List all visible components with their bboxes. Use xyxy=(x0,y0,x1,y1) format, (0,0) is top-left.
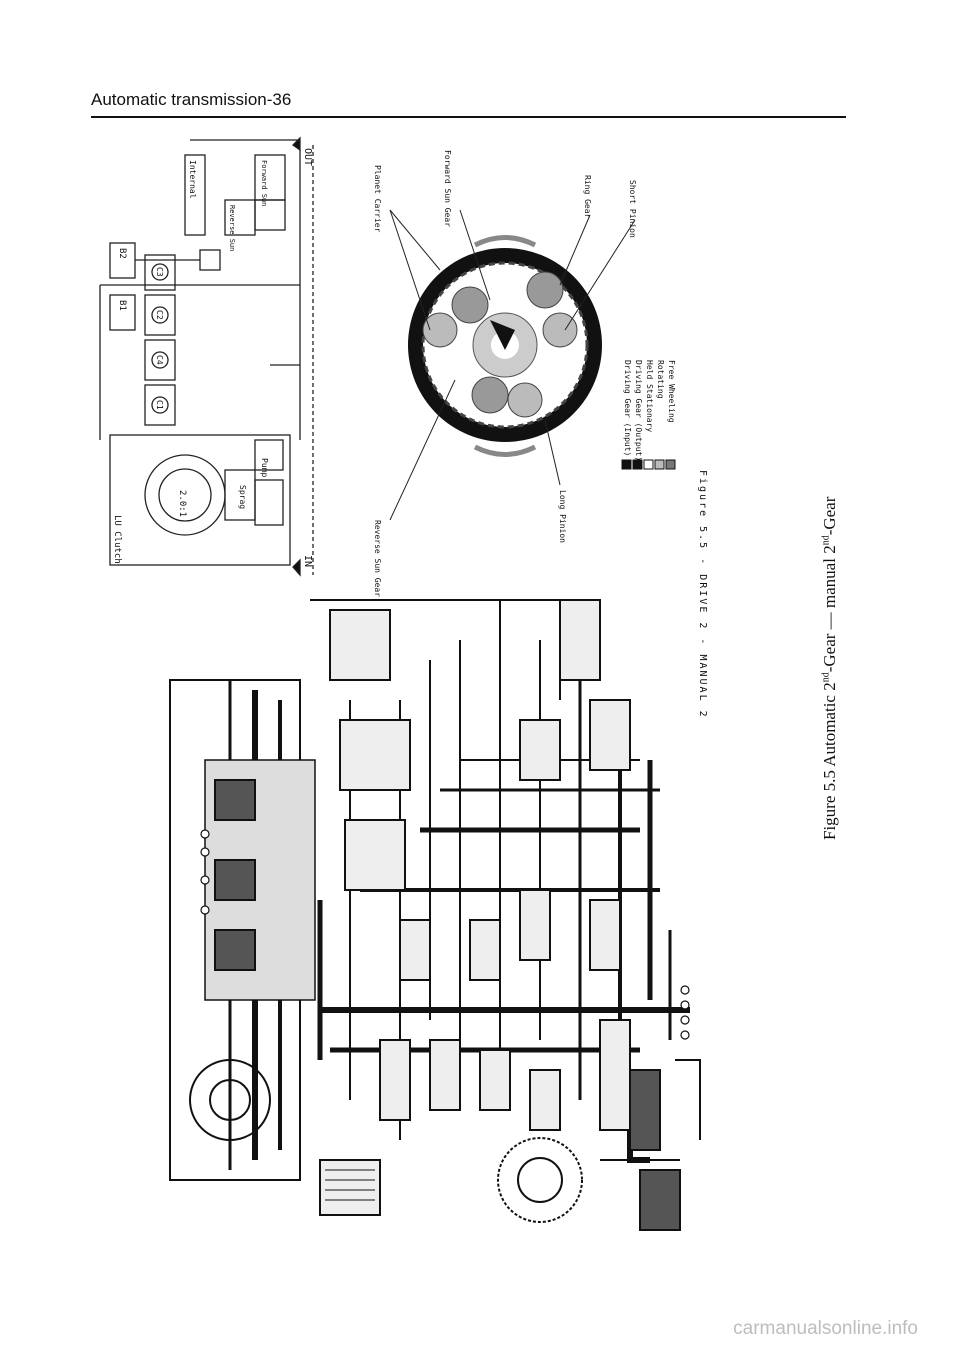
footer-watermark: carmanualsonline.info xyxy=(733,1318,918,1339)
caption-mid: -Gear — manual 2 xyxy=(820,545,839,673)
ratio-label: 2.0:1 xyxy=(177,490,187,517)
internal-label: Internal xyxy=(188,160,197,199)
sprag-label: Sprag xyxy=(238,485,247,509)
figure-caption: Figure 5.5 Automatic 2nd-Gear — manual 2… xyxy=(820,497,840,840)
legend-item-4: Rotating xyxy=(656,360,665,399)
c2-label: C2 xyxy=(155,310,164,320)
hydraulic-circuit xyxy=(169,599,701,1231)
short-pinion-label: Short Pinion xyxy=(628,180,637,238)
legend-item-3: Held Stationary xyxy=(645,360,654,432)
c1-label: C1 xyxy=(155,400,164,410)
planet-carrier-label: Planet Carrier xyxy=(373,165,382,233)
forward-sun-schematic-label: Forward Sun xyxy=(260,160,268,206)
reverse-sun-gear-label: Reverse Sun Gear xyxy=(373,520,382,597)
planetary-gearset xyxy=(408,235,602,457)
caption-sup-1: nd xyxy=(820,672,832,683)
caption-prefix: Figure 5.5 Automatic 2 xyxy=(820,682,839,840)
lu-clutch-label: LU Clutch xyxy=(112,515,122,564)
in-label: IN xyxy=(302,555,313,567)
legend-item-5: Free Wheeling xyxy=(667,360,676,423)
b1-label: B1 xyxy=(117,300,127,311)
legend-item-1: Driving Gear (Input) xyxy=(623,360,632,456)
forward-sun-gear-label: Forward Sun Gear xyxy=(443,150,452,227)
caption-sup-2: nd xyxy=(820,535,832,546)
reverse-sun-schematic-label: Reverse Sun xyxy=(228,205,236,251)
hydraulic-markers xyxy=(200,829,690,1040)
ring-gear-label: Ring Gear xyxy=(583,175,592,219)
caption-suffix: -Gear xyxy=(820,496,839,536)
pump-label: Pump xyxy=(260,458,269,477)
gearset-legend xyxy=(621,459,676,470)
legend-item-2: Driving Gear (Output) xyxy=(634,360,643,461)
drawing-title: Figure 5.5 - DRIVE 2 - MANUAL 2 xyxy=(697,470,708,719)
b2-label: B2 xyxy=(117,248,127,259)
c4-label: C4 xyxy=(155,355,164,365)
long-pinion-label: Long Pinion xyxy=(558,490,567,543)
page-header-title: Automatic transmission-36 xyxy=(91,90,292,109)
clutch-schematic xyxy=(99,136,314,577)
out-label: OUT xyxy=(302,148,313,166)
header-rule xyxy=(91,116,846,118)
c3-label: C3 xyxy=(155,267,164,277)
gearset-leaders xyxy=(389,209,636,521)
